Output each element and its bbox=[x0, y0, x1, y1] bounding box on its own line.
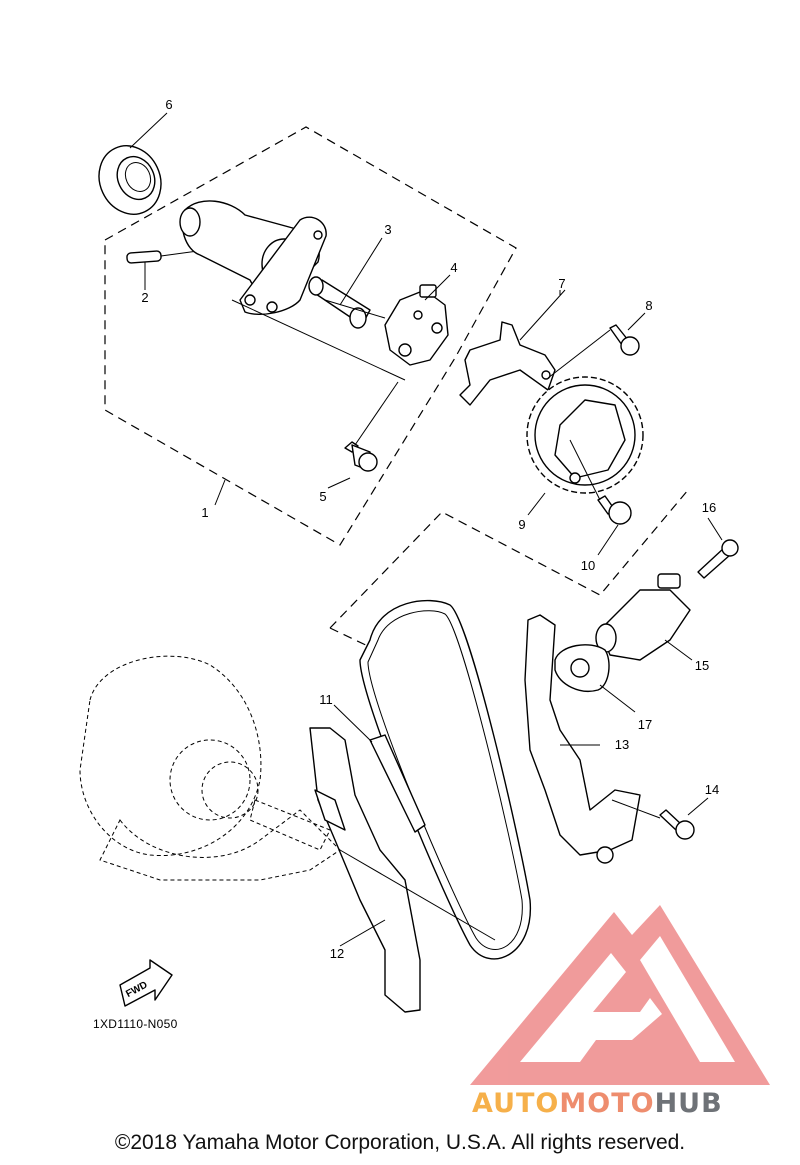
callout-7: 7 bbox=[558, 276, 565, 291]
tensioner-part bbox=[595, 573, 691, 661]
brand-wordmark: AUTOMOTOHUB bbox=[472, 1088, 723, 1119]
gasket-part bbox=[554, 644, 610, 692]
decomp-plate-part bbox=[384, 284, 449, 366]
tensioner-guide-part bbox=[309, 727, 421, 1013]
callout-1: 1 bbox=[201, 505, 208, 520]
callout-10: 10 bbox=[581, 558, 595, 573]
chain-guide-part bbox=[333, 704, 426, 833]
bolt-14-part bbox=[659, 809, 695, 840]
callout-4: 4 bbox=[450, 260, 457, 275]
camshaft-group-outline bbox=[104, 126, 517, 546]
callout-15: 15 bbox=[695, 658, 709, 673]
decomp-shaft-part bbox=[308, 276, 371, 329]
pin-part bbox=[126, 247, 221, 264]
automotohub-logo-icon bbox=[470, 905, 770, 1085]
bolt-8-part bbox=[609, 324, 640, 356]
brand-part-auto: AUTO bbox=[472, 1088, 560, 1119]
cam-sprocket-part bbox=[526, 376, 644, 494]
callout-11: 11 bbox=[319, 692, 333, 707]
callout-3: 3 bbox=[384, 222, 391, 237]
cam-plate-part bbox=[459, 289, 566, 406]
bolt-16-part bbox=[697, 539, 739, 579]
callout-6: 6 bbox=[165, 97, 172, 112]
callout-2: 2 bbox=[141, 290, 148, 305]
callout-16: 16 bbox=[702, 500, 716, 515]
fwd-arrow-icon: FWD bbox=[119, 959, 173, 1007]
bolt-5-part bbox=[344, 441, 378, 472]
bearing-part bbox=[98, 145, 162, 215]
copyright-notice: ©2018 Yamaha Motor Corporation, U.S.A. A… bbox=[114, 1131, 686, 1154]
brand-part-hub: HUB bbox=[654, 1088, 723, 1119]
chain-guide-13-part bbox=[524, 614, 641, 864]
camshaft-part bbox=[179, 200, 327, 316]
callout-8: 8 bbox=[645, 298, 652, 313]
sprocket-chain-outline bbox=[329, 489, 689, 629]
callout-12: 12 bbox=[330, 946, 344, 961]
callout-5: 5 bbox=[319, 489, 326, 504]
callout-13: 13 bbox=[615, 737, 629, 752]
callout-17: 17 bbox=[638, 717, 652, 732]
callout-14: 14 bbox=[705, 782, 719, 797]
bolt-10-part bbox=[597, 495, 632, 525]
drawing-code: 1XD1110-N050 bbox=[93, 1017, 178, 1031]
brand-part-moto: MOTO bbox=[559, 1088, 655, 1119]
callout-9: 9 bbox=[518, 517, 525, 532]
crankshaft-ghost bbox=[79, 655, 341, 881]
